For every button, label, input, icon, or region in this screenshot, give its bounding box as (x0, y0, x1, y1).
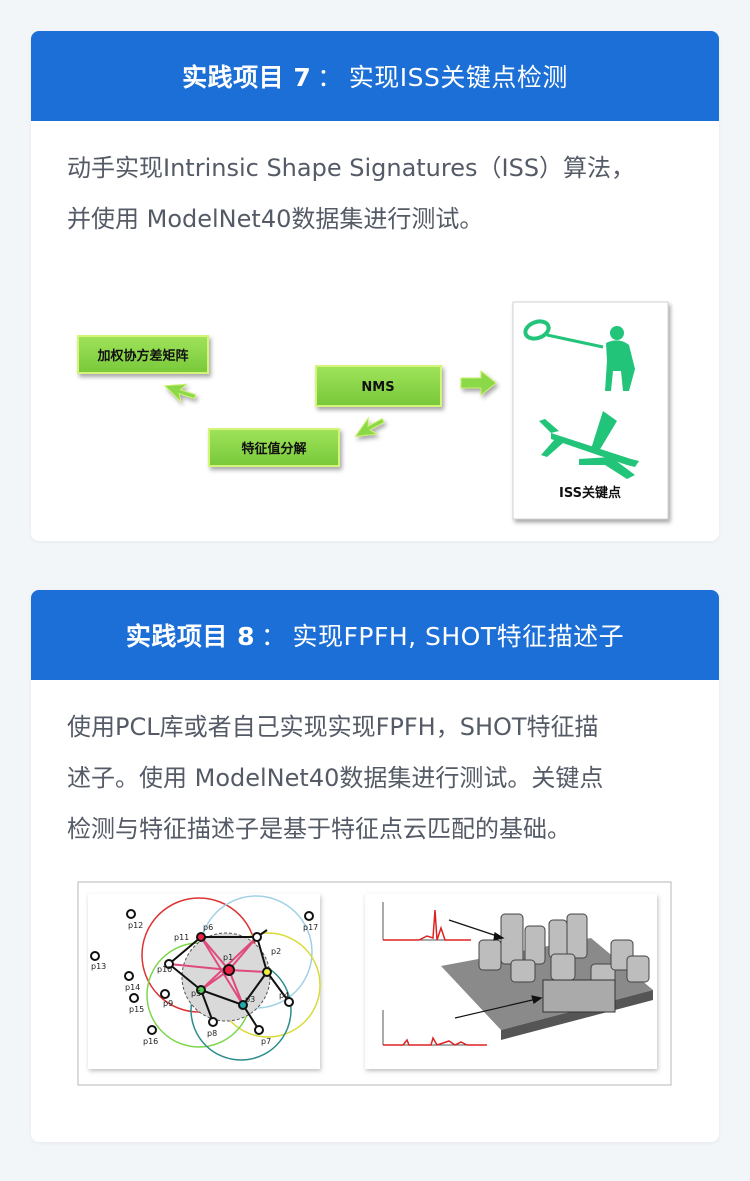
result-label: ISS关键点 (559, 485, 621, 501)
description-line: 使用PCL库或者自己实现实现FPFH，SHOT特征描 (67, 713, 599, 741)
box-label: NMS (361, 380, 394, 395)
description-line: 动手实现Intrinsic Shape Signatures（ISS）算法， (67, 154, 636, 182)
eigen-decomposition-box: 特征值分解 (208, 428, 340, 467)
project-card-7: 实践项目 7 ： 实现ISS关键点检测 动手实现Intrinsic Shape … (31, 31, 719, 541)
histogram-chart (382, 1010, 487, 1046)
person-pointcloud-image (523, 319, 635, 391)
node-label: p5 (191, 989, 201, 998)
box-label: 加权协方差矩阵 (96, 348, 188, 364)
card-title: 实现FPFH, SHOT特征描述子 (292, 622, 625, 651)
node-label: p1 (223, 953, 233, 962)
covariance-box: 加权协方差矩阵 (77, 335, 209, 374)
iss-pipeline-diagram: 加权协方差矩阵 特征值分解 NMS (77, 301, 669, 520)
node-label: p16 (143, 1037, 158, 1046)
box-label: 特征值分解 (241, 441, 306, 457)
title-separator: ： (317, 63, 343, 92)
node-label: p14 (125, 983, 140, 992)
card-header: 实践项目 7 ： 实现ISS关键点检测 (31, 31, 719, 121)
card-description: 使用PCL库或者自己实现实现FPFH，SHOT特征描 述子。使用 ModelNe… (31, 680, 719, 855)
node-label: p17 (303, 923, 318, 932)
node-label: p4 (279, 991, 289, 1000)
pointcloud-scene-image (365, 894, 657, 1069)
arrow-icon (354, 416, 385, 438)
description-line: 并使用 ModelNet40数据集进行测试。 (67, 205, 484, 233)
card-title: 实现ISS关键点检测 (348, 63, 568, 92)
node-label: p15 (129, 1005, 144, 1014)
node-label: p3 (245, 995, 255, 1004)
description-line: 述子。使用 ModelNet40数据集进行测试。关键点 (67, 764, 604, 792)
node-label: p7 (261, 1037, 271, 1046)
title-separator: ： (260, 622, 287, 651)
card-title-number: 实践项目 8 (125, 622, 255, 651)
feature-descriptor-figure: p12 p11 p6 p17 p13 p14 p10 p1 p2 p9 p15 … (77, 881, 672, 1086)
iss-result-panel: ISS关键点 (512, 301, 669, 520)
node-label: p8 (207, 1029, 217, 1038)
card-description: 动手实现Intrinsic Shape Signatures（ISS）算法， 并… (31, 121, 719, 245)
fpfh-neighborhood-graph: p12 p11 p6 p17 p13 p14 p10 p1 p2 p9 p15 … (88, 894, 321, 1069)
node-label: p9 (163, 999, 173, 1008)
histogram-chart (382, 902, 471, 941)
arrow-icon (163, 383, 197, 403)
arrow-icon (460, 369, 497, 397)
nms-box: NMS (315, 365, 442, 407)
airplane-pointcloud-image (539, 411, 639, 479)
description-line: 检测与特征描述子是基于特征点云匹配的基础。 (67, 815, 571, 843)
node-label: p2 (271, 947, 281, 956)
node-label: p12 (128, 921, 143, 930)
node-label: p10 (157, 965, 172, 974)
node-label: p13 (91, 962, 106, 971)
node-label: p6 (203, 923, 213, 932)
card-title-number: 实践项目 7 (182, 63, 312, 92)
project-card-8: 实践项目 8 ： 实现FPFH, SHOT特征描述子 使用PCL库或者自己实现实… (31, 590, 719, 1142)
card-header: 实践项目 8 ： 实现FPFH, SHOT特征描述子 (31, 590, 719, 680)
graph-nodes (90, 909, 314, 1035)
node-label: p11 (174, 933, 189, 942)
